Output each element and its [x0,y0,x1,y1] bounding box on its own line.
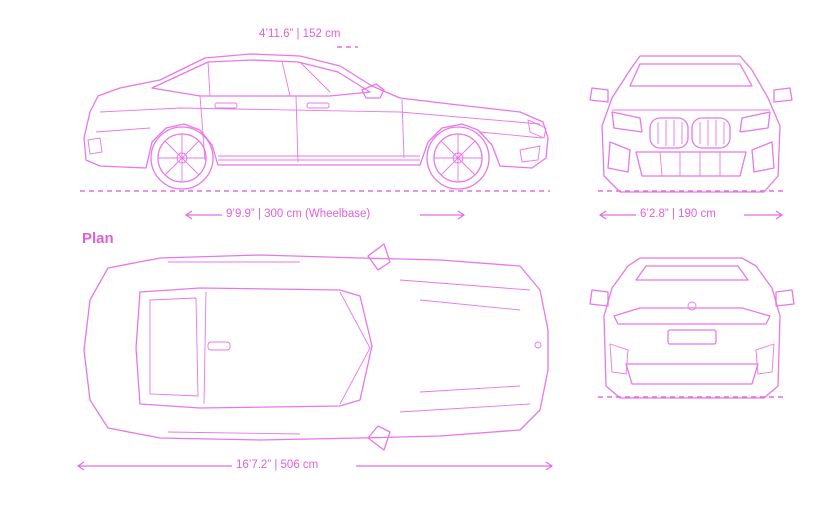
plan-view [83,243,549,451]
front-view [589,55,793,193]
wheelbase-arrow [184,210,466,220]
width-dimension-label: 6’2.8” | 190 cm [637,208,719,220]
width-arrow [598,210,784,220]
height-dimension-label: 4’11.6” | 152 cm [256,28,344,40]
side-view [80,53,550,192]
length-dimension-label: 16’7.2” | 506 cm [233,459,322,471]
wheelbase-dimension-label: 9’9.9” | 300 cm (Wheelbase) [223,208,374,220]
plan-view-label: Plan [82,230,114,247]
rear-view [589,257,795,399]
length-arrow [76,461,554,471]
